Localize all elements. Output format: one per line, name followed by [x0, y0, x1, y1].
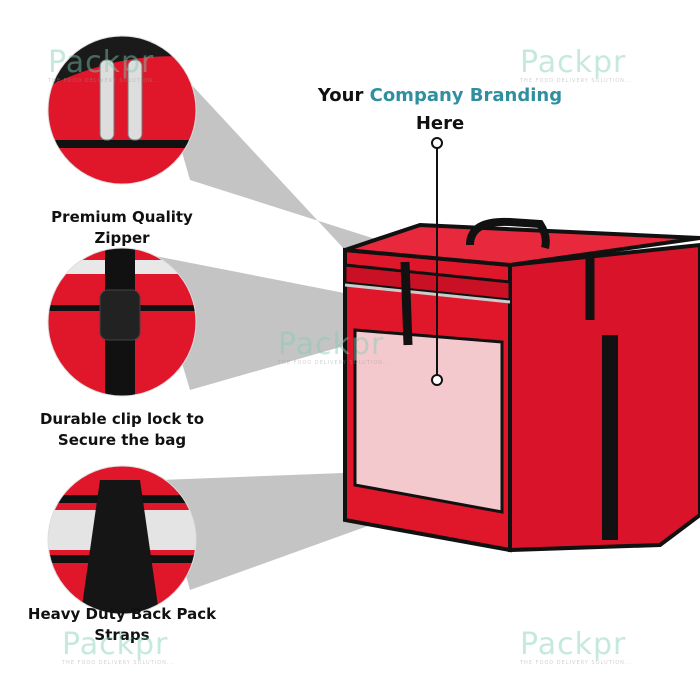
watermark-top-left: Packpr THE FOOD DELIVERY SOLUTION... [48, 45, 161, 85]
headline-accent: Company Branding [369, 85, 563, 106]
watermark-brand: Packpr [278, 327, 385, 362]
watermark-tagline: THE FOOD DELIVERY SOLUTION... [520, 78, 633, 84]
watermark-brand: Packpr [520, 45, 627, 80]
watermark-tagline: THE FOOD DELIVERY SOLUTION... [278, 360, 391, 366]
feature-label-straps: Heavy Duty Back Pack Straps [12, 604, 232, 646]
feature-line: Premium Quality [51, 208, 193, 226]
headline: Your Company Branding Here [300, 82, 580, 138]
watermark-middle: Packpr THE FOOD DELIVERY SOLUTION... [278, 327, 391, 367]
bag-lid [344, 222, 700, 268]
clear-window [353, 328, 504, 514]
watermark-bottom-right: Packpr THE FOOD DELIVERY SOLUTION... [520, 627, 633, 667]
watermark-tagline: THE FOOD DELIVERY SOLUTION... [62, 660, 175, 666]
watermark-brand: Packpr [520, 627, 627, 662]
watermark-tagline: THE FOOD DELIVERY SOLUTION... [48, 78, 161, 84]
pointer-dot-top [431, 137, 443, 149]
watermark-bottom-left: Packpr THE FOOD DELIVERY SOLUTION... [62, 627, 175, 667]
feature-line: Durable clip lock to [39, 410, 205, 428]
watermark-brand: Packpr [62, 627, 169, 662]
feature-line: Straps [94, 626, 150, 644]
strap-closeup [48, 466, 196, 614]
feature-line: Heavy Duty Back Pack [27, 605, 217, 623]
zoom-beam-zipper [150, 40, 410, 250]
pointer-dot-bottom [431, 374, 443, 386]
feature-line: Zipper [94, 229, 150, 247]
zoom-beam-clip [150, 255, 400, 390]
bag-handle [466, 217, 550, 249]
headline-part3: Here [415, 113, 465, 134]
feature-line: Secure the bag [57, 431, 187, 449]
feature-label-zipper: Premium Quality Zipper [22, 207, 222, 249]
watermark-tagline: THE FOOD DELIVERY SOLUTION... [520, 660, 633, 666]
feature-label-clip: Durable clip lock to Secure the bag [12, 409, 232, 451]
clip-closeup [48, 248, 196, 396]
headline-part1: Your [317, 85, 370, 106]
watermark-top-right: Packpr THE FOOD DELIVERY SOLUTION... [520, 45, 633, 85]
watermark-brand: Packpr [48, 45, 155, 80]
